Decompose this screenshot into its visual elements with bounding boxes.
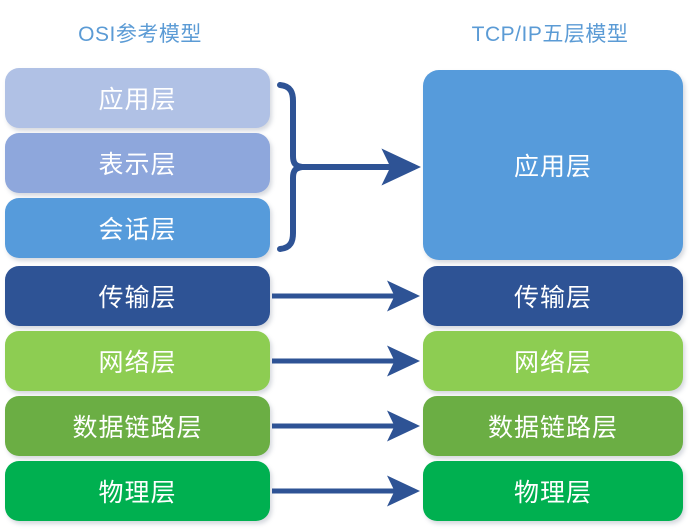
- osi-layer-application[interactable]: 应用层: [5, 68, 270, 128]
- osi-layer-datalink-label: 数据链路层: [72, 414, 203, 442]
- tcpip-layer-physical[interactable]: 物理层: [423, 461, 683, 521]
- osi-layer-transport[interactable]: 传输层: [5, 266, 270, 326]
- osi-layer-presentation-label: 表示层: [98, 151, 177, 179]
- osi-column-title: OSI参考模型: [78, 23, 202, 46]
- osi-layer-physical[interactable]: 物理层: [5, 461, 270, 521]
- osi-layer-presentation[interactable]: 表示层: [5, 133, 270, 193]
- tcpip-layer-transport[interactable]: 传输层: [423, 266, 683, 326]
- osi-layer-network-label: 网络层: [98, 349, 177, 377]
- tcpip-layer-transport-label: 传输层: [513, 284, 592, 312]
- tcpip-layer-application[interactable]: 应用层: [423, 70, 683, 260]
- tcpip-layer-network-label: 网络层: [513, 349, 592, 377]
- tcpip-column-title: TCP/IP五层模型: [471, 23, 629, 46]
- osi-layer-datalink[interactable]: 数据链路层: [5, 396, 270, 456]
- osi-layer-network[interactable]: 网络层: [5, 331, 270, 391]
- osi-layer-transport-label: 传输层: [98, 284, 177, 312]
- osi-layer-application-label: 应用层: [98, 86, 177, 114]
- osi-layer-session-label: 会话层: [98, 216, 177, 244]
- tcpip-layer-network[interactable]: 网络层: [423, 331, 683, 391]
- tcpip-layer-physical-label: 物理层: [513, 479, 592, 507]
- osi-layer-physical-label: 物理层: [98, 479, 177, 507]
- curly-brace-icon: [277, 82, 305, 252]
- tcpip-layer-datalink[interactable]: 数据链路层: [423, 396, 683, 456]
- tcpip-layer-datalink-label: 数据链路层: [487, 414, 618, 442]
- osi-layer-session[interactable]: 会话层: [5, 198, 270, 258]
- brace-group-to-application: [277, 82, 422, 252]
- tcpip-layer-application-label: 应用层: [513, 153, 592, 181]
